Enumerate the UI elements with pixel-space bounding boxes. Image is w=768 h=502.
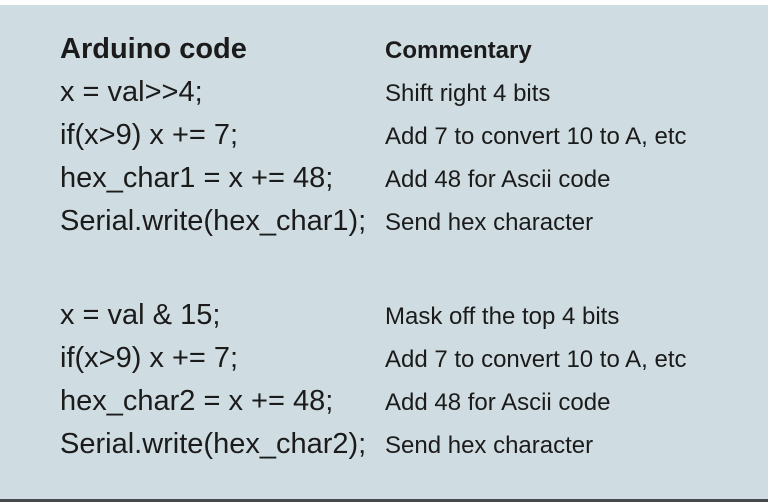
code-cell: if(x>9) x += 7; xyxy=(60,119,239,151)
block-gap xyxy=(60,248,768,299)
table-row: x = val & 15; Mask off the top 4 bits xyxy=(60,299,768,342)
comment-cell: Add 48 for Ascii code xyxy=(385,389,611,416)
column-header-commentary: Commentary xyxy=(385,37,532,64)
code-cell: Serial.write(hex_char1); xyxy=(60,205,367,237)
comment-cell: Send hex character xyxy=(385,209,594,236)
comment-cell: Add 7 to convert 10 to A, etc xyxy=(385,123,687,150)
code-cell: hex_char1 = x += 48; xyxy=(60,162,334,194)
code-cell: x = val & 15; xyxy=(60,299,221,331)
comment-cell: Send hex character xyxy=(385,432,594,459)
comment-cell: Add 48 for Ascii code xyxy=(385,166,611,193)
code-cell: Serial.write(hex_char2); xyxy=(60,428,367,460)
table-row: Serial.write(hex_char1); Send hex charac… xyxy=(60,205,768,248)
code-cell: if(x>9) x += 7; xyxy=(60,342,239,374)
comment-cell: Shift right 4 bits xyxy=(385,80,551,107)
comment-cell: Mask off the top 4 bits xyxy=(385,303,620,330)
table-row: if(x>9) x += 7; Add 7 to convert 10 to A… xyxy=(60,342,768,385)
code-cell: x = val>>4; xyxy=(60,76,203,108)
table-row: hex_char1 = x += 48; Add 48 for Ascii co… xyxy=(60,162,768,205)
bottom-border xyxy=(0,499,768,502)
table-row: if(x>9) x += 7; Add 7 to convert 10 to A… xyxy=(60,119,768,162)
comment-cell: Add 7 to convert 10 to A, etc xyxy=(385,346,687,373)
code-commentary-panel: Arduino code Commentary x = val>>4; Shif… xyxy=(0,5,768,499)
table-row: Serial.write(hex_char2); Send hex charac… xyxy=(60,428,768,471)
code-cell: hex_char2 = x += 48; xyxy=(60,385,334,417)
table-row: x = val>>4; Shift right 4 bits xyxy=(60,76,768,119)
top-margin xyxy=(0,0,768,5)
table-header-row: Arduino code Commentary xyxy=(60,33,768,76)
table-row: hex_char2 = x += 48; Add 48 for Ascii co… xyxy=(60,385,768,428)
column-header-arduino-code: Arduino code xyxy=(60,33,247,65)
